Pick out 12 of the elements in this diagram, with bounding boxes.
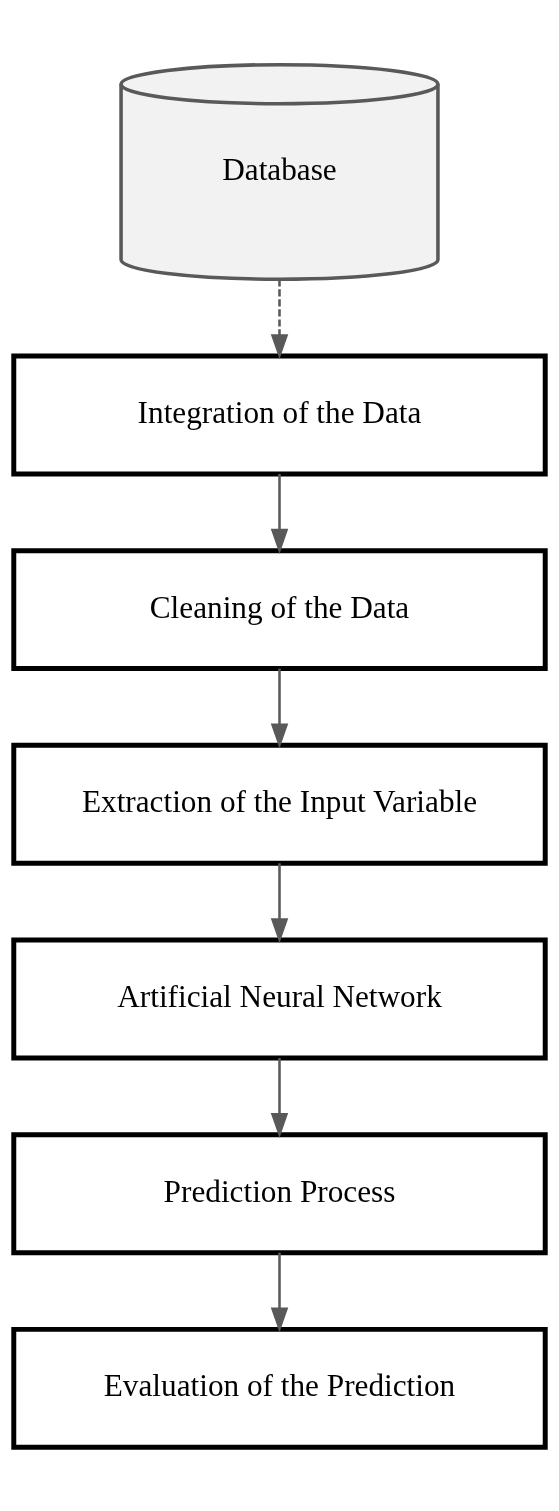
arrow [270,278,289,359]
node-box: Integration of the Data [11,353,548,476]
arrow [270,1057,289,1138]
arrow [270,668,289,749]
arrow [270,473,289,554]
arrow [270,862,289,943]
arrow [270,1252,289,1333]
node-box: Evaluation of the Prediction [11,1326,548,1450]
node-box: Extraction of the Input Variable [11,742,548,866]
node-box: Artificial Neural Network [11,937,548,1060]
node-box: Prediction Process [11,1131,548,1255]
node-box: Cleaning of the Data [11,547,548,671]
